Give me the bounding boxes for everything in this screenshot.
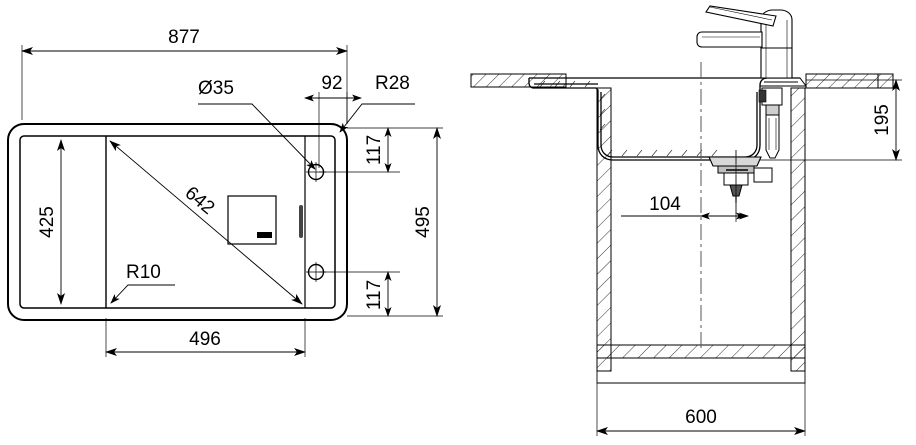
dim-label-496: 496 [189,329,221,350]
dim-label-425: 425 [37,206,58,238]
dim-label-495: 495 [413,206,434,238]
bowl-inner-detail [539,80,718,157]
dim-tap-top-117: 117 [364,127,392,173]
overflow-slot-icon [257,232,272,238]
edge-marker [299,205,303,238]
dim-label-642: 642 [181,183,219,219]
sink-inner-outline [19,135,336,309]
dim-label-195: 195 [872,104,893,136]
dim-label-r28: R28 [375,73,410,94]
sink-cutout-outline [7,123,348,321]
overflow-pipe [758,87,783,159]
mixer-tap [696,5,793,79]
section-view: 195 104 600 [470,5,902,436]
worktop-left [470,73,567,88]
dim-bowl-height-425: 425 [37,139,65,305]
dim-tap-bottom-117: 117 [364,271,392,317]
dim-overall-width: 877 [21,27,348,55]
dim-label-877: 877 [168,27,200,48]
waste-drain-assembly [708,156,773,203]
cabinet-plinth [596,358,806,384]
dim-corner-radius-r10: R10 [110,262,175,304]
dim-bowl-width-496: 496 [105,329,306,356]
dim-label-600: 600 [685,407,717,428]
tap-hole-lower [306,262,326,282]
dim-cabinet-width-600: 600 [596,383,806,436]
dim-drain-offset-104: 104 [621,150,749,222]
dim-label-117-bottom: 117 [364,280,385,310]
dim-label-r10: R10 [126,262,161,283]
worktop-right [805,73,894,89]
sink-bowl-profile [528,77,768,161]
dim-label-117-top: 117 [364,135,385,165]
cabinet-right-wall [790,87,806,372]
plan-view: 877 92 R28 Ø35 [7,27,443,357]
dim-overall-height-495: 495 [413,127,441,317]
dim-label-104: 104 [649,194,681,215]
dim-bowl-depth-195: 195 [760,79,902,161]
sink-right-rim [760,77,807,87]
dim-label-92: 92 [321,73,342,94]
tap-hole-upper [306,162,326,182]
dim-label-d35: Ø35 [198,78,234,99]
dim-tap-offset-92: 92 [304,73,362,102]
dim-corner-radius-r28: R28 [339,73,415,133]
cabinet-left-wall [596,87,612,372]
